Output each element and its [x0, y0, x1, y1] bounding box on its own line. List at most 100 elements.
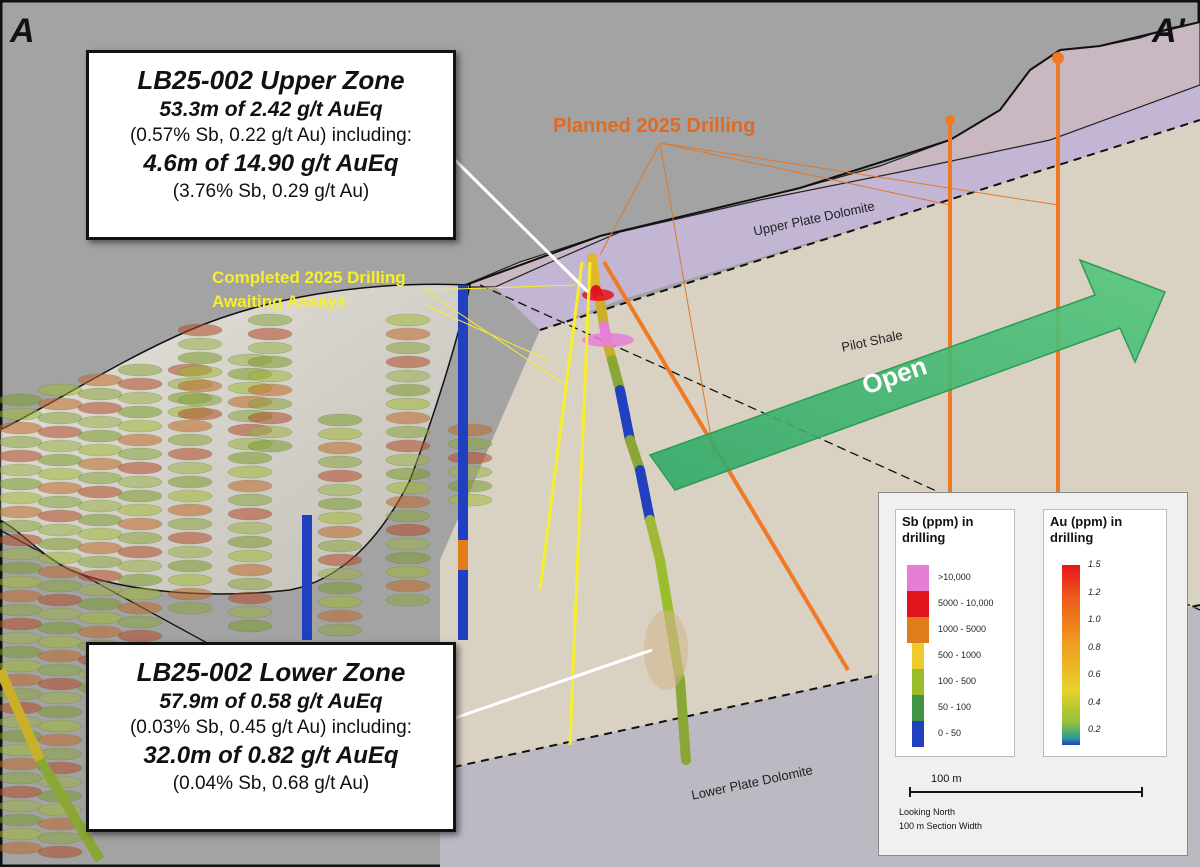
au-legend-tick: 1.0	[1088, 614, 1101, 624]
sb-legend-swatch	[907, 591, 929, 617]
sb-legend-title: Sb (ppm) in drilling	[902, 514, 974, 545]
lower-zone-title: LB25-002 Lower Zone	[136, 657, 406, 687]
drill-interval-disc	[227, 451, 273, 465]
scale-bar-label: 100 m	[931, 773, 962, 785]
drill-interval-disc	[0, 449, 43, 463]
drill-interval-disc	[37, 383, 83, 397]
drill-interval-disc	[167, 447, 213, 461]
drill-interval-disc	[0, 561, 43, 575]
drill-interval-disc	[37, 677, 83, 691]
drill-interval-disc	[0, 617, 43, 631]
drill-interval-disc	[37, 579, 83, 593]
drill-interval-disc	[167, 419, 213, 433]
sb-legend-label: 5000 - 10,000	[938, 598, 994, 608]
drill-interval-disc	[77, 555, 123, 569]
drill-interval-disc	[37, 425, 83, 439]
drill-interval-disc	[247, 369, 293, 383]
drill-interval-disc	[117, 559, 163, 573]
drill-interval-disc	[167, 433, 213, 447]
drill-interval-disc	[247, 383, 293, 397]
drill-interval-disc	[37, 621, 83, 635]
scale-bar-tick-right	[1141, 787, 1143, 797]
lower-zone-sub-interval: 32.0m of 0.82 g/t AuEq	[143, 742, 399, 769]
upper-zone-interval: 53.3m of 2.42 g/t AuEq	[159, 98, 383, 121]
drill-interval-disc	[37, 551, 83, 565]
drill-interval-disc	[385, 397, 431, 411]
completed-drill-hole	[538, 261, 584, 591]
drill-interval-disc	[0, 659, 43, 673]
upper-callout-leader	[453, 158, 590, 294]
drill-interval-disc	[117, 517, 163, 531]
drill-interval-disc	[117, 629, 163, 643]
drill-interval-disc	[317, 497, 363, 511]
high-grade-disc	[582, 333, 634, 347]
drill-interval-disc	[317, 455, 363, 469]
drill-interval-disc	[117, 601, 163, 615]
drill-interval-disc	[0, 841, 43, 855]
drill-interval-disc	[227, 619, 273, 633]
drill-interval-disc	[385, 593, 431, 607]
drill-interval-disc	[37, 649, 83, 663]
drill-interval-disc	[227, 493, 273, 507]
drill-interval-disc	[385, 355, 431, 369]
drill-interval-disc	[247, 439, 293, 453]
drill-interval-disc	[77, 485, 123, 499]
sb-legend-swatch	[912, 643, 924, 669]
completed-drilling-label-line1: Completed 2025 Drilling	[212, 268, 406, 287]
drill-interval-disc	[227, 535, 273, 549]
drill-interval-disc	[385, 439, 431, 453]
drill-interval-disc	[385, 579, 431, 593]
drill-interval-disc	[37, 831, 83, 845]
drill-interval-disc	[177, 337, 223, 351]
open-arrow	[648, 258, 1166, 491]
upper-zone-sub-grades: (3.76% Sb, 0.29 g/t Au)	[172, 181, 370, 202]
sb-legend-swatch	[912, 721, 924, 747]
au-legend-tick: 1.2	[1088, 586, 1101, 597]
drill-interval-disc	[247, 355, 293, 369]
drill-interval-disc	[317, 567, 363, 581]
drill-interval-disc	[0, 645, 43, 659]
drill-interval-disc	[385, 411, 431, 425]
au-legend-tick: 0.2	[1088, 724, 1101, 734]
au-legend-tick: 0.8	[1088, 641, 1101, 652]
drill-interval-disc	[117, 489, 163, 503]
drill-interval-disc	[317, 427, 363, 441]
drill-interval-disc	[447, 493, 493, 507]
drill-interval-disc	[77, 541, 123, 555]
drill-interval-disc	[177, 365, 223, 379]
drill-interval-disc	[385, 565, 431, 579]
drill-interval-disc	[317, 469, 363, 483]
completed-drilling-label-line2: Awaiting Assays	[212, 292, 347, 311]
drill-hole-segment	[635, 465, 655, 525]
drill-interval-disc	[117, 587, 163, 601]
drill-interval-disc	[385, 425, 431, 439]
sb-legend-swatch	[907, 617, 929, 643]
drill-interval-disc	[37, 467, 83, 481]
drill-interval-disc	[0, 785, 43, 799]
drill-interval-disc	[37, 565, 83, 579]
drill-interval-disc	[0, 771, 43, 785]
au-legend-tick: 0.4	[1088, 696, 1101, 707]
drill-interval-disc	[317, 511, 363, 525]
drill-interval-disc	[385, 369, 431, 383]
drill-interval-disc	[227, 577, 273, 591]
lower-zone-interval: 57.9m of 0.58 g/t AuEq	[159, 690, 383, 713]
drill-interval-disc	[37, 691, 83, 705]
drill-interval-disc	[167, 573, 213, 587]
interval-envelope	[644, 610, 688, 690]
drill-interval-disc	[77, 583, 123, 597]
drill-interval-disc	[37, 719, 83, 733]
drill-interval-disc	[0, 547, 43, 561]
drill-interval-disc	[227, 591, 273, 605]
drill-interval-disc	[385, 341, 431, 355]
drill-interval-disc	[385, 467, 431, 481]
au-legend-tick: 1.5	[1088, 559, 1101, 569]
drill-interval-disc	[247, 341, 293, 355]
lower-callout-leader	[454, 648, 653, 720]
drill-interval-disc	[0, 799, 43, 813]
drill-interval-disc	[227, 605, 273, 619]
drill-interval-disc	[247, 397, 293, 411]
drill-interval-disc	[385, 453, 431, 467]
